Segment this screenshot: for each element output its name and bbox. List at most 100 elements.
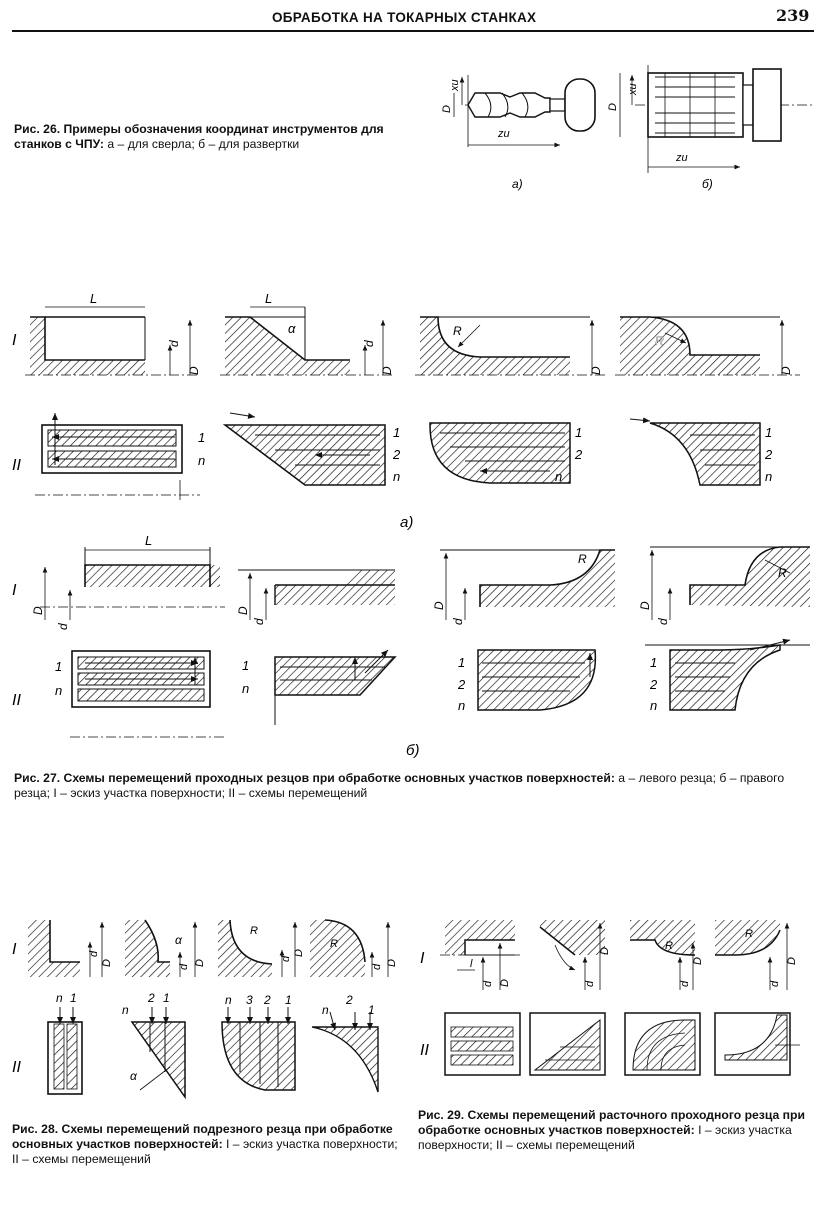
fig27b-d-label-1: d (56, 623, 70, 630)
fig27a-row-I: I (12, 332, 17, 349)
fig27b-D-label-2: D (236, 606, 250, 615)
fig28-lbl-1-s4: 1 (368, 1003, 375, 1017)
fig29-scheme-1 (444, 1012, 521, 1076)
fig29-scheme-4 (714, 1012, 800, 1076)
fig28-scheme-2: n 2 1 α (122, 991, 186, 1100)
fig27a-lbl-n-s3: n (555, 469, 562, 484)
fig27b-sketch-2: D d (236, 569, 395, 625)
fig27b-L-label: L (145, 533, 152, 548)
fig27b-lbl-1-s1: 1 (55, 659, 62, 674)
fig27b-d-label-4: d (656, 618, 670, 625)
fig28-D-label-2: D (194, 959, 206, 967)
fig28-lbl-1-s3: 1 (285, 993, 292, 1007)
fig27-caption-label: Рис. 27. (14, 771, 61, 785)
fig28-lbl-n-s4: n (322, 1003, 329, 1017)
fig27b-lbl-n-s1: n (55, 683, 62, 698)
fig27a-scheme-3: 1 2 n (429, 422, 583, 484)
fig28-D-label-4: D (386, 959, 398, 967)
fig27a-lbl-n-s2: n (393, 469, 400, 484)
fig27b-sketch-3: R D d (432, 549, 615, 625)
fig29-sketch-2: d D (539, 920, 611, 990)
fig27b-scheme-1: 1 n (55, 650, 225, 738)
fig27b-lbl-2-s4: 2 (649, 677, 658, 692)
fig27a-lbl-1-s3: 1 (575, 425, 582, 440)
fig27b-R-label-2: R (778, 566, 787, 580)
fig26-sub-a: а) (512, 177, 523, 191)
fig29-row-II: II (420, 1042, 429, 1059)
fig28-d-label-1: d (88, 950, 100, 957)
fig27a-R-label-1: R (453, 324, 462, 338)
fig27a-row-II: II (12, 457, 21, 474)
fig27a-sketch-4: R D (615, 316, 800, 376)
fig27a-sketch-1: L d D (25, 291, 201, 376)
fig26-caption: Рис. 26. Примеры обозначения координат и… (14, 122, 399, 152)
fig27a-lbl-1-s1: 1 (198, 430, 205, 445)
page-number: 239 (776, 6, 810, 25)
fig27b-scheme-3: 1 2 n (457, 649, 597, 713)
fig27b-row-I: I (12, 582, 17, 599)
fig29-row-I: I (420, 950, 425, 967)
fig28-R-label-2: R (330, 938, 338, 950)
fig28-sketch-3: R d D (218, 919, 305, 977)
fig26-caption-rest: а – для сверла; б – для развертки (103, 137, 300, 151)
fig29-R-label-2: R (745, 928, 753, 940)
fig27-caption: Рис. 27. Схемы перемещений проходных рез… (14, 771, 806, 801)
fig28-scheme-3: n 3 2 1 (221, 993, 296, 1091)
fig29-sketch-1: l d D (440, 920, 520, 990)
fig27b-lbl-n-s2: n (242, 681, 249, 696)
fig28-alpha-label-I: α (175, 933, 183, 947)
fig27b-R-label-1: R (578, 552, 587, 566)
fig27b-lbl-n-s3: n (458, 698, 465, 713)
fig27a-D-label-4: D (779, 366, 793, 375)
fig28-lbl-n-s2: n (122, 1003, 129, 1017)
fig26-D-label-a: D (441, 105, 453, 113)
fig28-d-label-4: d (371, 963, 383, 970)
fig27a-L-label-2: L (265, 291, 272, 306)
fig28-R-label-1: R (250, 925, 258, 937)
fig26-drill: xи D zи а) (441, 75, 596, 191)
fig27b-lbl-n-s4: n (650, 698, 657, 713)
fig27-caption-rest: а – левого резца; б – правого резца; I –… (14, 771, 785, 800)
fig26-zu-label-b: zи (675, 152, 688, 164)
fig27b-lbl-1-s2: 1 (242, 658, 249, 673)
fig29-caption-bold: Схемы перемещений расточного проходного … (418, 1108, 805, 1137)
fig29-D-label-2: D (599, 947, 611, 955)
fig27a-D-label-3: D (589, 366, 603, 375)
header-rule (12, 30, 814, 32)
fig27a-lbl-2-s4: 2 (764, 447, 773, 462)
fig29-scheme-3 (624, 1012, 701, 1076)
fig28-scheme-1: n 1 (47, 991, 83, 1095)
fig28-D-label-1: D (101, 959, 113, 967)
fig27a-D-label-2: D (380, 366, 394, 375)
fig26-reamer: xи D zи б) (607, 65, 815, 191)
fig28-lbl-2-s4: 2 (345, 993, 353, 1007)
fig27b-D-label-3: D (432, 601, 446, 610)
fig26-xu-label-b: xи (627, 83, 639, 96)
fig28-row-I: I (12, 941, 17, 958)
fig27a-lbl-1-s2: 1 (393, 425, 400, 440)
fig27a-lbl-2-s2: 2 (392, 447, 401, 462)
fig28-lbl-n-s3: n (225, 993, 232, 1007)
fig28-scheme-4: n 2 1 (311, 993, 379, 1093)
fig29-R-label-1: R (665, 940, 673, 952)
fig28-lbl-1-s2: 1 (163, 991, 170, 1005)
fig27a-scheme-4: 1 2 n (629, 417, 773, 486)
fig28-lbl-2-s3: 2 (263, 993, 271, 1007)
fig29-l-label: l (470, 958, 473, 970)
fig27a-d-label-1: d (167, 340, 181, 347)
fig28-d-label-3: d (280, 955, 292, 962)
fig28-alpha-label-II: α (130, 1069, 138, 1083)
fig28-D-label-3: D (293, 949, 305, 957)
fig26-caption-label: Рис. 26. (14, 122, 61, 136)
fig29-d-label-3: d (679, 980, 691, 987)
fig29-D-label-4: D (786, 957, 798, 965)
fig27b-D-label-4: D (638, 601, 652, 610)
fig27a-scheme-1: 1 n (35, 413, 205, 500)
fig27a-R-label-2: R (655, 334, 664, 348)
fig28-caption-rest: I – эскиз участка поверхности; II – схем… (12, 1137, 398, 1166)
fig28-caption-bold: Схемы перемещений подрезного резца при о… (12, 1122, 393, 1151)
fig27b-d-label-3: d (451, 618, 465, 625)
fig26-caption-bold: Примеры обозначения координат инструмент… (14, 122, 384, 151)
fig26-D-label-b: D (607, 103, 619, 111)
fig29-sketch-4: R d D (715, 920, 798, 990)
